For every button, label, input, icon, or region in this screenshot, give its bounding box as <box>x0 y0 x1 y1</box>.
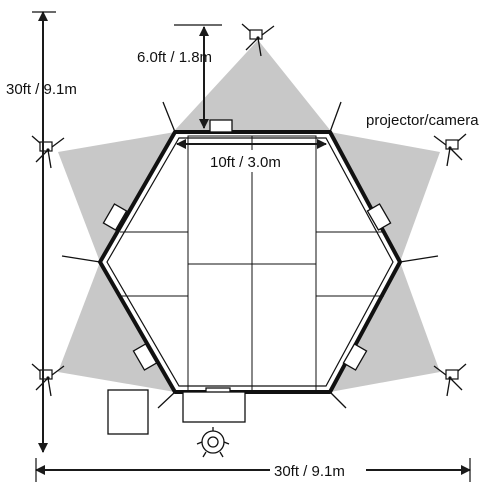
projection-cone-top <box>175 40 330 130</box>
projection-cone-upper-right <box>330 132 440 262</box>
hexagon-screen-walls <box>61 101 439 409</box>
top-offset-label: 6.0ft / 1.8m <box>137 49 212 66</box>
projection-cone-lower-right <box>330 262 440 392</box>
device-label: projector/camera <box>366 112 479 129</box>
projection-cone-upper-left <box>58 132 175 262</box>
inner-width-label: 10ft / 3.0m <box>210 154 281 171</box>
chair-icon <box>196 427 230 458</box>
width-dimension <box>35 458 471 482</box>
height-dimension <box>32 10 56 453</box>
desk-icon <box>107 389 149 435</box>
floor-panels <box>120 135 384 393</box>
width-label: 30ft / 9.1m <box>274 463 345 480</box>
projector-icon <box>102 119 392 399</box>
projection-cone-lower-left <box>58 262 175 392</box>
control-table <box>182 391 246 423</box>
height-label: 30ft / 9.1m <box>6 81 77 98</box>
top-offset-dimension <box>174 24 222 129</box>
